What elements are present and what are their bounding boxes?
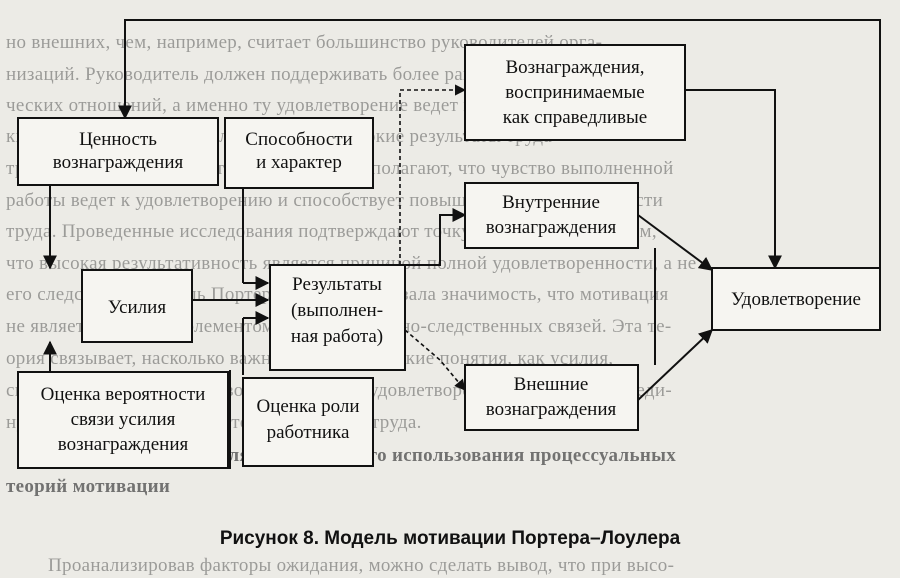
background-text-line: Проанализировав факторы ожидания, можно … xyxy=(48,555,675,576)
box-fair-line-1: Вознаграждения, xyxy=(505,57,644,78)
box-results-line-2: (выполнен- xyxy=(291,300,383,321)
box-satisfaction-label: Удовлетворение xyxy=(731,289,861,310)
figure-caption: Рисунок 8. Модель мотивации Портера–Лоул… xyxy=(219,528,681,549)
background-text-line: но внешних, чем, например, считает больш… xyxy=(6,32,603,53)
box-internal-line-1: Внутренние xyxy=(502,192,600,213)
box-role-assessment: Оценка роли работника xyxy=(242,377,374,467)
box-abilities-line-2: и характер xyxy=(256,152,342,173)
arrow-results-to-fair-dashed xyxy=(399,84,467,265)
box-satisfaction: Удовлетворение xyxy=(711,267,881,331)
box-external-rewards: Внешние вознаграждения xyxy=(464,364,639,431)
box-results: Результаты (выполнен- ная работа) xyxy=(269,264,406,371)
box-value-line-2: вознаграждения xyxy=(53,152,184,173)
box-effort-label: Усилия xyxy=(108,297,166,318)
box-results-line-1: Результаты xyxy=(292,274,382,295)
box-fair-line-3: как справедливые xyxy=(503,107,647,128)
arrow-internal-to-satisfaction xyxy=(637,214,714,271)
box-value-line-1: Ценность xyxy=(79,129,157,150)
box-abilities-and-character: Способности и характер xyxy=(224,117,374,189)
background-text-line: что высокая результативность является пр… xyxy=(6,253,697,274)
motivation-model-diagram: Ценность вознаграждения Усилия Оценка ве… xyxy=(17,19,881,469)
box-probability-assessment: Оценка вероятности связи усилия вознагра… xyxy=(17,371,229,469)
box-fair-line-2: воспринимаемые xyxy=(505,82,644,103)
box-value-of-reward: Ценность вознаграждения xyxy=(17,117,219,186)
box-role-line-1: Оценка роли xyxy=(256,396,359,417)
box-effort: Усилия xyxy=(81,269,193,343)
arrow-results-to-external-dashed xyxy=(404,329,466,391)
box-role-line-2: работника xyxy=(267,422,350,443)
feedback-arrow-satisfaction-to-value xyxy=(118,19,881,268)
box-probability-line-1: Оценка вероятности xyxy=(41,384,206,405)
background-text-line: теорий мотивации xyxy=(6,476,171,497)
arrow-fair-to-satisfaction xyxy=(685,89,782,270)
box-probability-line-3: вознаграждения xyxy=(58,434,189,455)
arrow-results-to-internal xyxy=(405,208,467,266)
arrow-external-to-satisfaction xyxy=(637,329,714,401)
box-external-line-2: вознаграждения xyxy=(486,399,617,420)
box-results-line-3: ная работа) xyxy=(291,326,383,347)
box-abilities-line-1: Способности xyxy=(245,129,352,150)
box-internal-line-2: вознаграждения xyxy=(486,217,617,238)
box-external-line-1: Внешние xyxy=(514,374,589,395)
box-fair-rewards: Вознаграждения, воспринимаемые как справ… xyxy=(464,44,686,141)
box-probability-line-2: связи усилия xyxy=(71,409,176,430)
box-internal-rewards: Внутренние вознаграждения xyxy=(464,182,639,249)
